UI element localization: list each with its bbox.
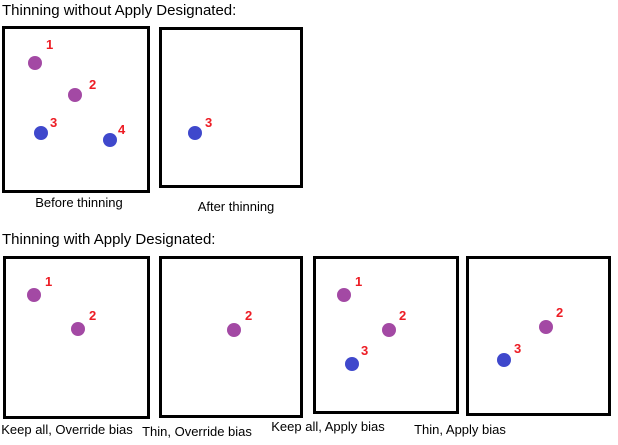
purple-data-point (71, 322, 85, 336)
blue-data-point (345, 357, 359, 371)
point-label: 3 (50, 115, 58, 130)
section-title-with-apply-designated: Thinning with Apply Designated: (2, 231, 216, 248)
point-label: 4 (118, 122, 126, 137)
blue-data-point (103, 133, 117, 147)
panel-caption-keep-all-apply-bias: Keep all, Apply bias (271, 419, 385, 434)
panel-box-thin-override-bias (159, 256, 303, 418)
blue-data-point (34, 126, 48, 140)
panel-caption-keep-all-override-bias: Keep all, Override bias (1, 422, 133, 437)
purple-data-point (227, 323, 241, 337)
point-label: 2 (399, 308, 407, 323)
point-label: 2 (245, 308, 253, 323)
purple-data-point (539, 320, 553, 334)
blue-data-point (497, 353, 511, 367)
point-label: 1 (45, 274, 53, 289)
panel-box-before-thinning (2, 26, 150, 193)
panel-box-after-thinning (159, 27, 303, 188)
section-title-without-apply-designated: Thinning without Apply Designated: (2, 2, 237, 19)
purple-data-point (68, 88, 82, 102)
point-label: 1 (46, 37, 54, 52)
purple-data-point (337, 288, 351, 302)
point-label: 3 (514, 341, 522, 356)
point-label: 2 (89, 308, 97, 323)
purple-data-point (28, 56, 42, 70)
panel-caption-before-thinning: Before thinning (35, 195, 123, 210)
point-label: 1 (355, 274, 363, 289)
point-label: 3 (361, 343, 369, 358)
purple-data-point (27, 288, 41, 302)
blue-data-point (188, 126, 202, 140)
panel-box-keep-all-override-bias (3, 256, 150, 419)
purple-data-point (382, 323, 396, 337)
panel-caption-thin-override-bias: Thin, Override bias (142, 424, 252, 439)
point-label: 2 (556, 305, 564, 320)
panel-caption-thin-apply-bias: Thin, Apply bias (414, 422, 506, 437)
panel-caption-after-thinning: After thinning (197, 199, 275, 214)
point-label: 3 (205, 115, 213, 130)
panel-box-thin-apply-bias (466, 256, 611, 416)
point-label: 2 (89, 77, 97, 92)
